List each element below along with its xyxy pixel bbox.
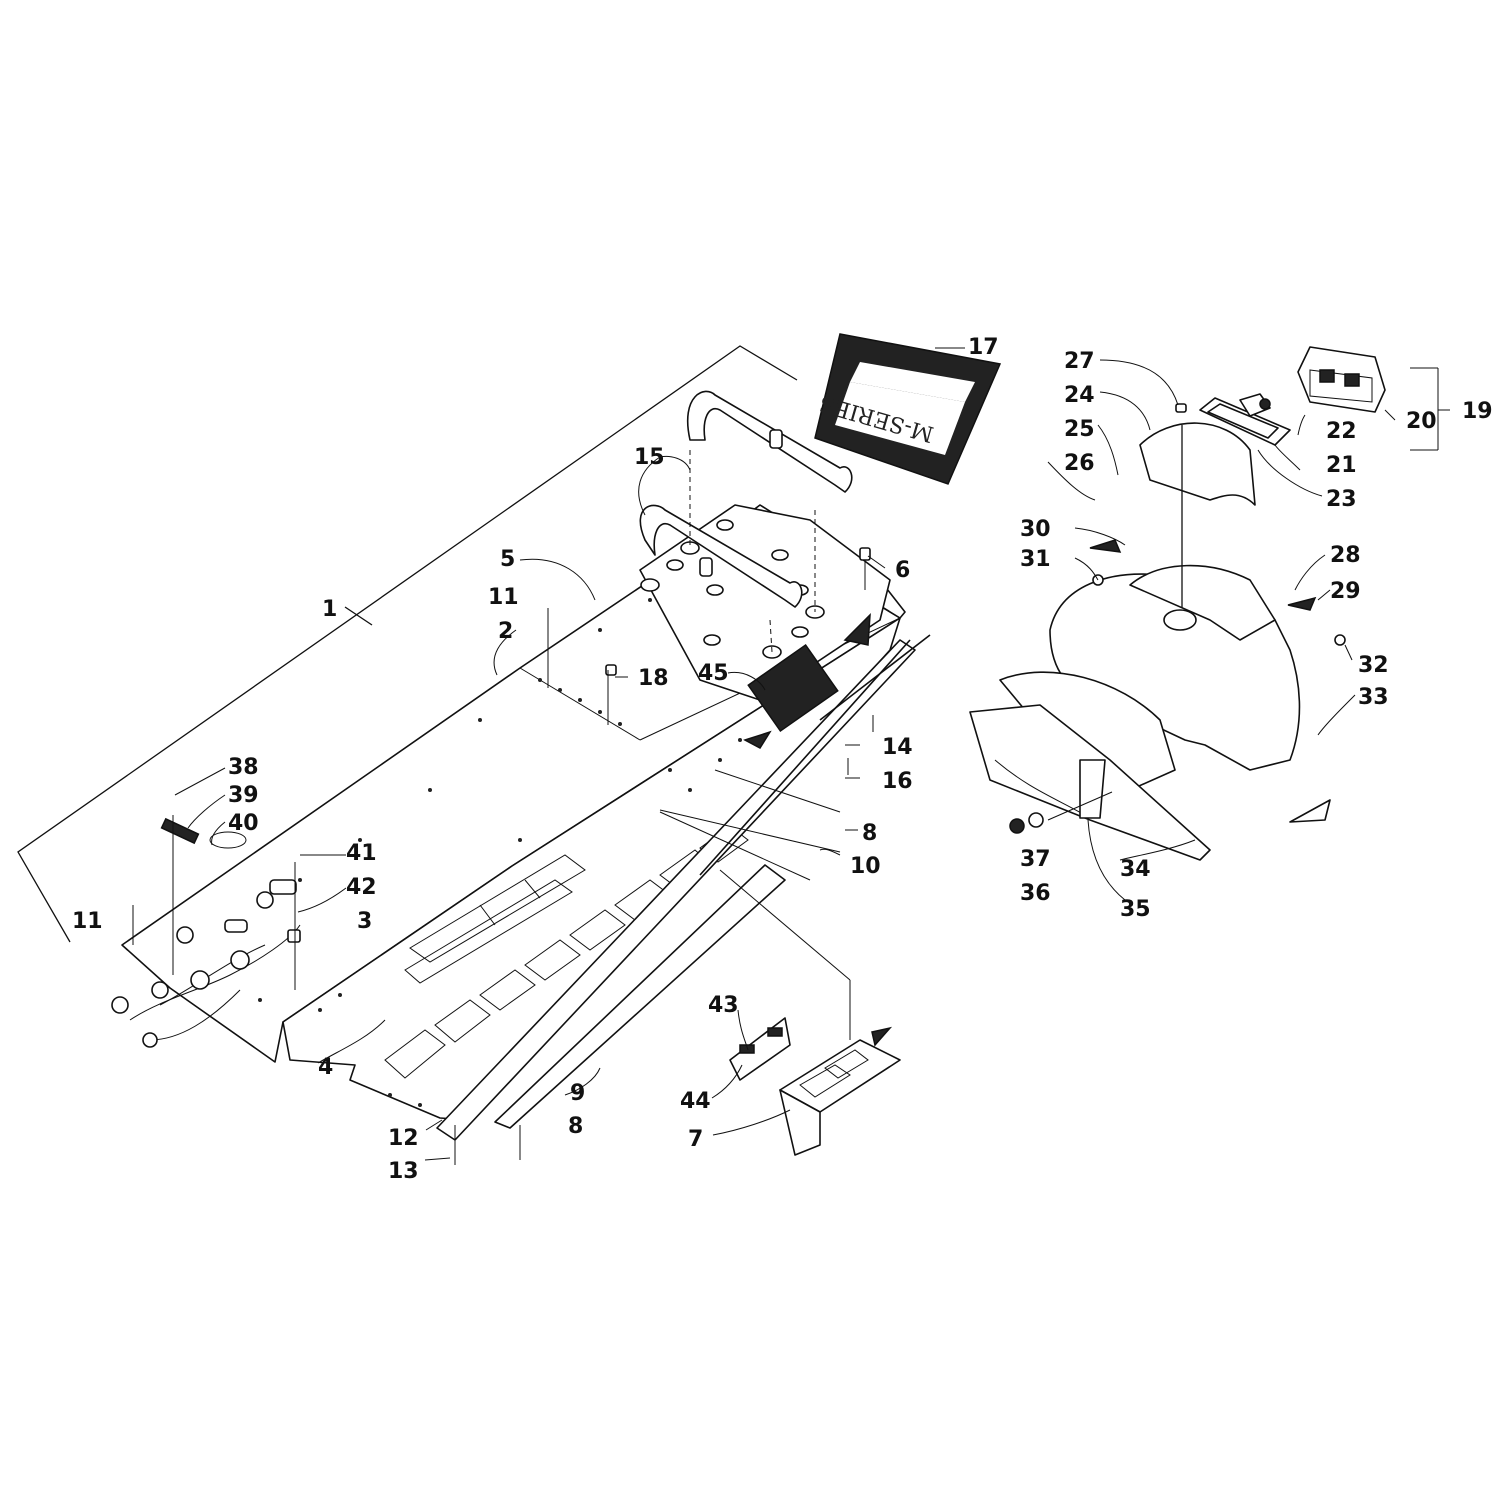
callout-35: 35 <box>1120 897 1151 922</box>
callout-34: 34 <box>1120 857 1151 882</box>
callout-41: 41 <box>346 841 377 866</box>
callout-1: 1 <box>322 597 337 622</box>
callout-22: 22 <box>1326 419 1357 444</box>
callout-3: 3 <box>357 909 372 934</box>
callout-11a: 11 <box>488 585 519 610</box>
rear-tunnel-plate <box>639 504 891 701</box>
slide-rails <box>436 634 931 1141</box>
callout-39: 39 <box>228 783 259 808</box>
callout-15: 15 <box>634 445 665 470</box>
callout-10: 10 <box>850 854 881 879</box>
taillight-assembly <box>1175 346 1386 446</box>
tunnel-rivet-holes <box>258 598 742 1107</box>
callout-9: 9 <box>570 1081 585 1106</box>
running-board-bracket <box>719 869 901 1156</box>
callout-42: 42 <box>346 875 377 900</box>
wiring-harness <box>111 879 301 1048</box>
callout-36: 36 <box>1020 881 1051 906</box>
callout-21: 21 <box>1326 453 1357 478</box>
callout-4: 4 <box>318 1055 333 1080</box>
callout-29: 29 <box>1330 579 1361 604</box>
callout-28: 28 <box>1330 543 1361 568</box>
callout-37: 37 <box>1020 847 1051 872</box>
callout-12: 12 <box>388 1126 419 1151</box>
callout-6: 6 <box>895 558 910 583</box>
callout-18: 18 <box>638 666 669 691</box>
callout-26: 26 <box>1064 451 1095 476</box>
callout-16: 16 <box>882 769 913 794</box>
callout-8a: 8 <box>862 821 877 846</box>
callout-14: 14 <box>882 735 913 760</box>
callout-2: 2 <box>498 619 513 644</box>
callout-13: 13 <box>388 1159 419 1184</box>
callout-20: 20 <box>1406 409 1437 434</box>
callout-8b: 8 <box>568 1114 583 1139</box>
callout-24: 24 <box>1064 383 1095 408</box>
callout-32: 32 <box>1358 653 1389 678</box>
callout-31: 31 <box>1020 547 1051 572</box>
callout-7: 7 <box>688 1127 703 1152</box>
tail-cowl <box>969 422 1346 861</box>
callout-23: 23 <box>1326 487 1357 512</box>
callout-44: 44 <box>680 1089 711 1114</box>
callout-25: 25 <box>1064 417 1095 442</box>
callout-19: 19 <box>1462 399 1493 424</box>
callout-45: 45 <box>698 661 729 686</box>
callout-5: 5 <box>500 547 515 572</box>
tunnel-assembly-bracket <box>17 345 798 943</box>
callout-43: 43 <box>708 993 739 1018</box>
callout-38: 38 <box>228 755 259 780</box>
m-series-decal: M-SERIES <box>814 333 1002 485</box>
callout-40: 40 <box>228 811 259 836</box>
leader-lines <box>174 347 1450 1161</box>
callout-33: 33 <box>1358 685 1389 710</box>
small-hardware <box>132 547 874 1165</box>
callout-17: 17 <box>968 335 999 360</box>
tunnel-vent-cutouts <box>404 854 586 984</box>
callout-30: 30 <box>1020 517 1051 542</box>
callout-labels: 1 2 3 4 5 6 7 8 8 9 10 11 11 12 13 14 15… <box>72 335 1493 1184</box>
callout-11b: 11 <box>72 909 103 934</box>
rear-bumper <box>639 390 853 653</box>
callout-27: 27 <box>1064 349 1095 374</box>
